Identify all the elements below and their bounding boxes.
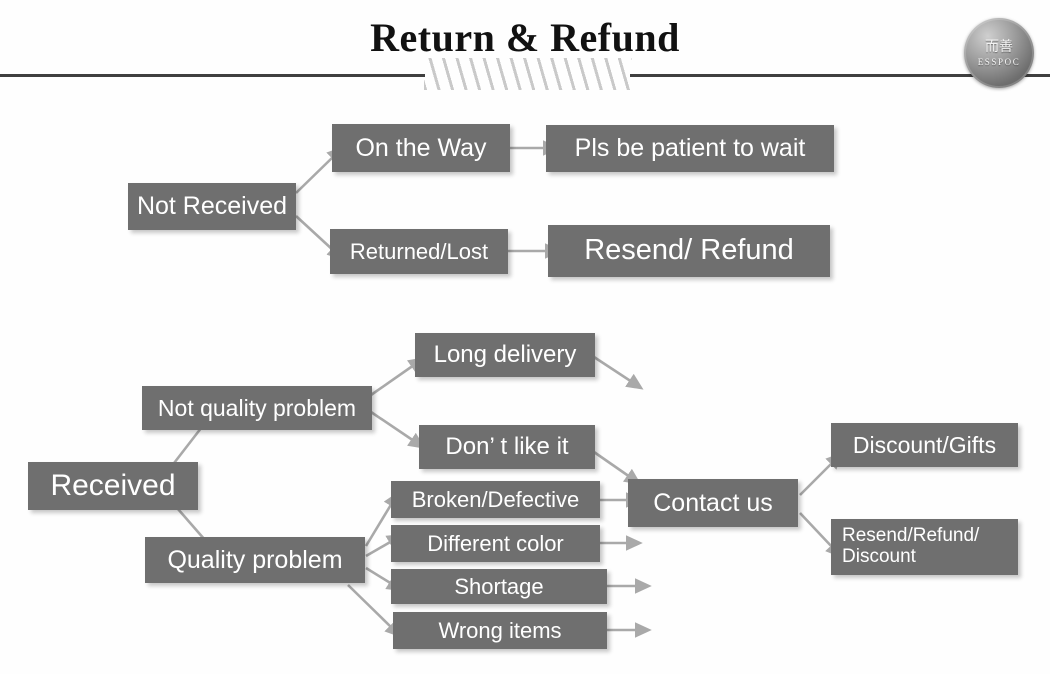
divider-left: [0, 74, 425, 77]
node-on-the-way[interactable]: On the Way: [332, 124, 510, 172]
node-label: On the Way: [355, 133, 487, 162]
node-resend-refund[interactable]: Resend/ Refund: [548, 225, 830, 277]
node-shortage[interactable]: Shortage: [391, 569, 607, 604]
node-not-quality-problem[interactable]: Not quality problem: [142, 386, 372, 430]
node-label: Different color: [427, 530, 564, 556]
node-label: Contact us: [653, 488, 773, 517]
node-contact-us[interactable]: Contact us: [628, 479, 798, 527]
brand-logo: 而善 ESSPOC: [964, 18, 1034, 88]
node-label: Don’ t like it: [445, 433, 569, 461]
node-long-delivery[interactable]: Long delivery: [415, 333, 595, 377]
logo-chinese-text: 而善: [985, 38, 1013, 55]
node-dont-like-it[interactable]: Don’ t like it: [419, 425, 595, 469]
node-label: Wrong items: [438, 617, 562, 643]
node-label: Returned/Lost: [349, 238, 489, 264]
node-not-received[interactable]: Not Received: [128, 183, 296, 230]
node-label: Resend/ Refund: [584, 234, 794, 267]
node-label: Received: [50, 468, 176, 502]
divider-hatch-ornament: [424, 58, 632, 90]
node-label: Pls be patient to wait: [574, 134, 806, 162]
node-broken-defective[interactable]: Broken/Defective: [391, 481, 600, 518]
node-label: Resend/Refund/ Discount: [842, 525, 980, 567]
node-label: Not Received: [136, 192, 288, 220]
node-discount-gifts[interactable]: Discount/Gifts: [831, 423, 1018, 467]
node-pls-be-patient-to-wait[interactable]: Pls be patient to wait: [546, 125, 834, 172]
node-label: Long delivery: [433, 341, 577, 369]
node-resend-refund-discount[interactable]: Resend/Refund/ Discount: [831, 519, 1018, 575]
node-returned-lost[interactable]: Returned/Lost: [330, 229, 508, 274]
node-label: Quality problem: [167, 545, 343, 574]
node-label: Broken/Defective: [411, 486, 580, 512]
logo-brand-text: ESSPOC: [977, 56, 1021, 67]
node-different-color[interactable]: Different color: [391, 525, 600, 562]
node-label: Discount/Gifts: [852, 431, 997, 458]
divider-right: [630, 74, 1050, 77]
page-title: Return & Refund: [370, 15, 680, 60]
node-quality-problem[interactable]: Quality problem: [145, 537, 365, 583]
node-label: Shortage: [454, 573, 544, 599]
node-label: Not quality problem: [157, 394, 357, 421]
node-wrong-items[interactable]: Wrong items: [393, 612, 607, 649]
node-received[interactable]: Received: [28, 462, 198, 510]
